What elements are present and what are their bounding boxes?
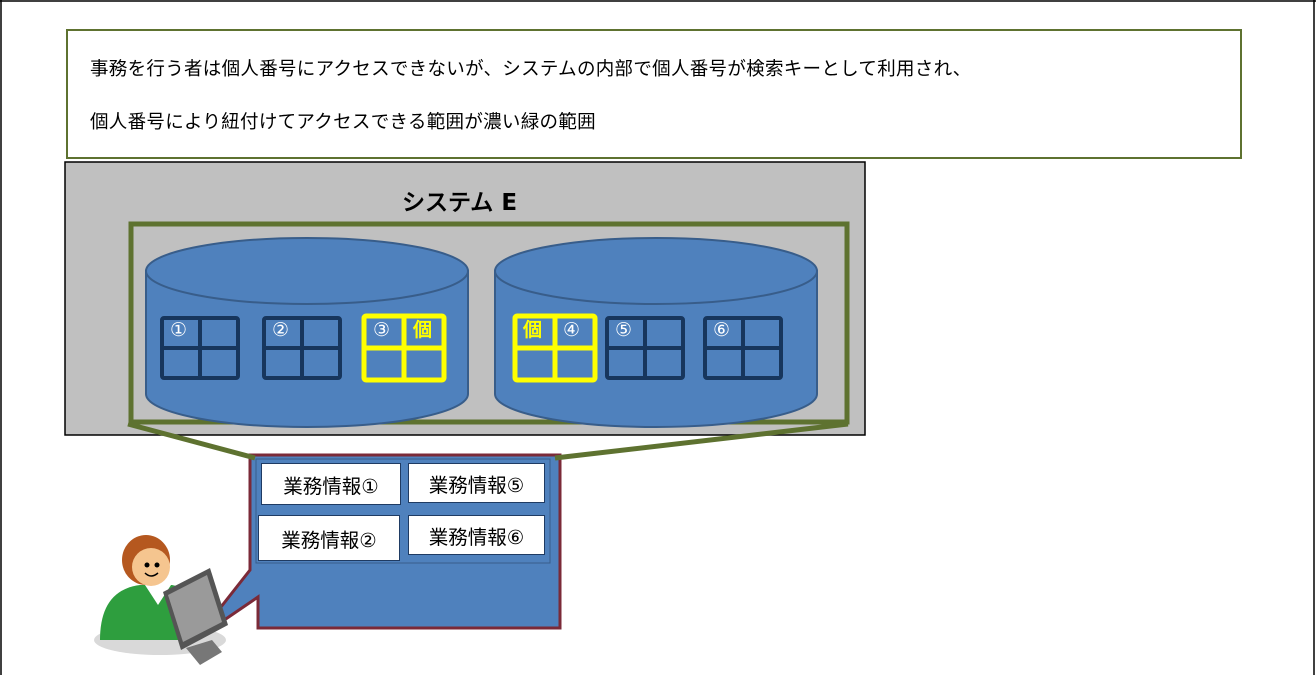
scope-connector-left (127, 421, 256, 461)
database-cylinder-2 (494, 237, 818, 428)
accessible-scope-frame (128, 221, 850, 425)
table-1 (160, 316, 240, 380)
business-info-5: 業務情報⑤ (408, 463, 545, 503)
table-4-personal-number-key: 個 (523, 319, 543, 341)
table-4-label: ④ (563, 319, 581, 341)
description-box: 事務を行う者は個人番号にアクセスできないが、システムの内部で個人番号が検索キーと… (66, 29, 1242, 159)
description-line-1: 事務を行う者は個人番号にアクセスできないが、システムの内部で個人番号が検索キーと… (90, 59, 972, 80)
table-3-label: ③ (373, 319, 391, 341)
table-3-personal-number-key: 個 (413, 319, 433, 341)
business-info-2: 業務情報② (258, 515, 400, 561)
table-6 (703, 316, 783, 380)
scope-connector-right (554, 421, 849, 461)
description-line-2: 個人番号により紐付けてアクセスできる範囲が濃い緑の範囲 (90, 112, 596, 133)
business-info-1: 業務情報① (261, 463, 401, 505)
table-5-label: ⑤ (615, 319, 633, 341)
table-1-label: ① (170, 319, 188, 341)
table-6-label: ⑥ (713, 319, 731, 341)
table-3-with-personal-number (361, 313, 447, 383)
business-info-6: 業務情報⑥ (408, 515, 545, 555)
system-title: システム E (402, 190, 518, 216)
table-5 (605, 316, 685, 380)
table-2-label: ② (272, 319, 290, 341)
table-4-with-personal-number (512, 313, 598, 383)
user-at-computer-icon (94, 535, 228, 665)
table-2 (262, 316, 342, 380)
